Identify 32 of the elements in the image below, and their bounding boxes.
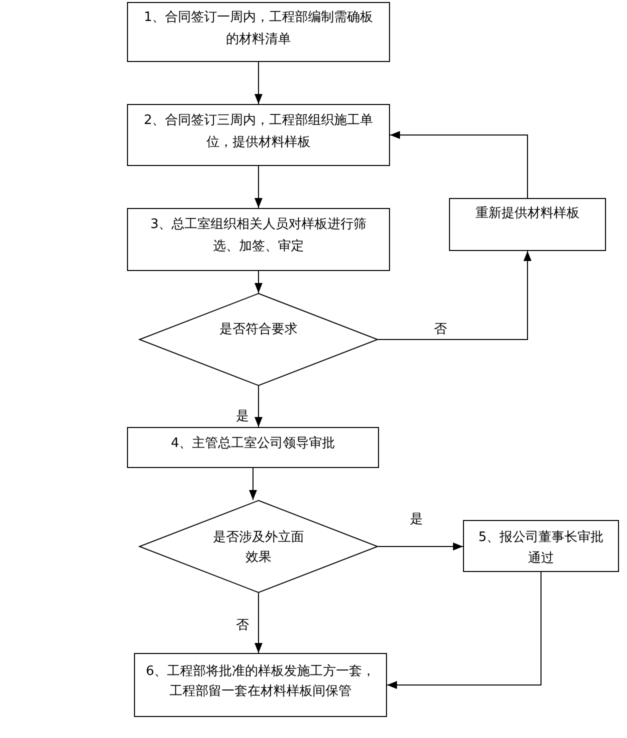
decision-diamond <box>139 500 378 593</box>
step-text: 重新提供材料样板 <box>476 205 580 223</box>
step-text: 2、合同签订三周内，工程部组织施工单位，提供材料样板 <box>142 112 374 152</box>
arrow <box>254 386 262 428</box>
process-box <box>134 653 387 717</box>
arrow <box>254 270 262 294</box>
arrow <box>378 542 464 550</box>
arrow <box>254 62 262 104</box>
step-text: 5、报公司董事长审批通过 <box>477 529 605 568</box>
edge-label: 否 <box>235 618 250 633</box>
decision-text: 是否符合要求 <box>220 321 298 339</box>
arrow <box>254 592 262 654</box>
step-text: 4、主管总工室公司领导审批 <box>170 435 336 453</box>
process-box <box>449 198 606 251</box>
arrow <box>390 131 528 198</box>
arrow <box>249 468 257 500</box>
step-text: 6、工程部将批准的样板发施工方一套，工程部留一套在材料样板间保管 <box>144 663 376 701</box>
process-box <box>463 520 619 572</box>
process-box <box>127 104 390 166</box>
step-text: 1、合同签订一周内，工程部编制需确板的材料清单 <box>142 9 374 49</box>
edge-label: 是 <box>409 512 424 527</box>
edge-label: 否 <box>433 322 448 337</box>
arrow <box>254 166 262 208</box>
edge-label: 是 <box>235 409 250 424</box>
decision-diamond <box>139 293 378 386</box>
process-box <box>127 427 379 468</box>
step-text: 3、总工室组织相关人员对样板进行筛选、加签、审定 <box>149 216 368 256</box>
arrow <box>378 250 532 340</box>
process-box <box>127 2 390 62</box>
process-box <box>127 208 390 271</box>
decision-text: 是否涉及外立面效果 <box>212 529 305 567</box>
arrow <box>386 572 542 689</box>
